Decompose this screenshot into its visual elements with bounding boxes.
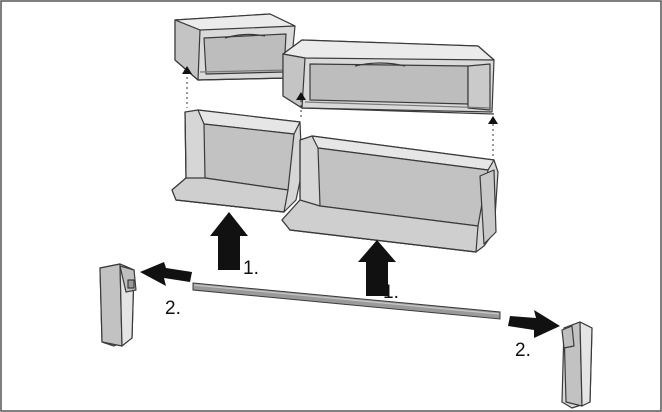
step-label-1-right: 1. xyxy=(383,282,399,303)
right-bracket xyxy=(561,321,593,409)
arrow-right-icon xyxy=(508,310,560,338)
support-rod xyxy=(192,282,501,320)
upper-cover-small xyxy=(174,13,296,81)
guide-arrowheads xyxy=(182,66,498,124)
arrow-up-icon xyxy=(358,240,396,296)
upper-cover-large xyxy=(282,39,495,115)
step-label-2-left: 2. xyxy=(165,298,181,319)
alignment-guides xyxy=(186,72,494,160)
left-bracket xyxy=(99,263,137,347)
arrow-left-icon xyxy=(140,262,192,286)
arrow-up-icon xyxy=(210,212,248,270)
step-label-1-left: 1. xyxy=(243,258,259,279)
step-arrows xyxy=(140,212,560,338)
step-label-2-right: 2. xyxy=(515,340,531,361)
lower-tray-small xyxy=(171,109,303,213)
lower-tray-large xyxy=(281,135,499,253)
